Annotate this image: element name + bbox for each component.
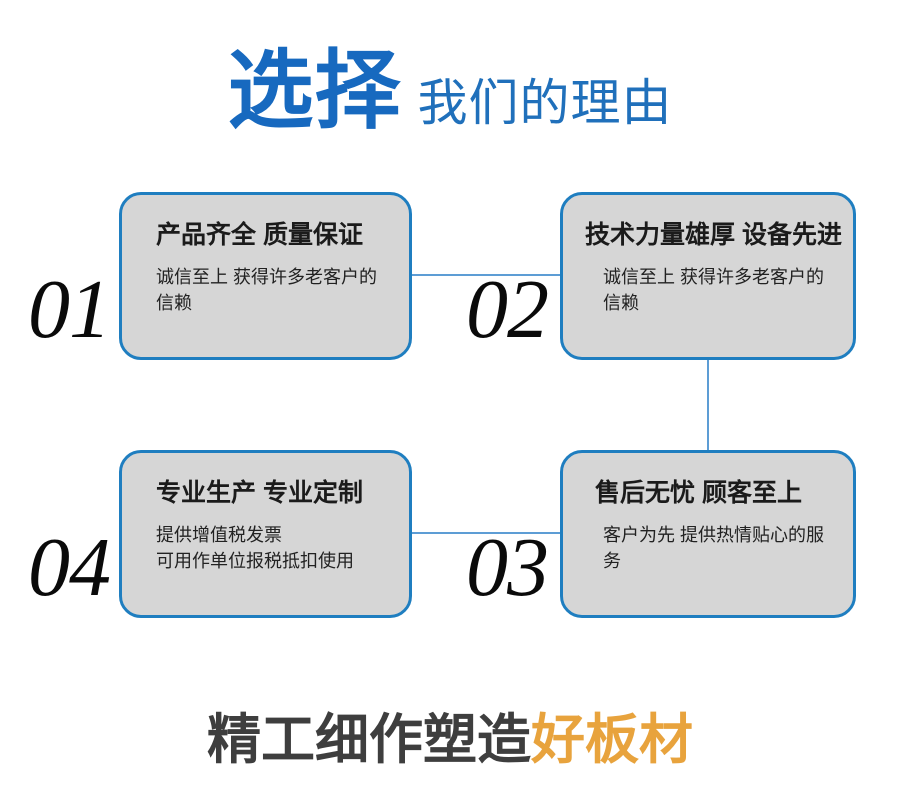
card-number-04: 04 bbox=[28, 521, 111, 614]
feature-card-title: 售后无忧 顾客至上 bbox=[595, 479, 802, 507]
feature-card-body: 诚信至上 获得许多老客户的信赖 bbox=[156, 266, 377, 313]
footer-slogan: 精工细作塑造 好板材 bbox=[0, 700, 900, 780]
card-number-01: 01 bbox=[28, 263, 111, 356]
card-number-03: 03 bbox=[466, 521, 549, 614]
card-number-02: 02 bbox=[466, 263, 549, 356]
connector-line-card1-card2 bbox=[410, 274, 562, 276]
feature-card-title: 产品齐全 质量保证 bbox=[156, 221, 363, 249]
feature-card-title: 技术力量雄厚 设备先进 bbox=[585, 221, 842, 249]
footer-slogan-dark: 精工细作塑造 bbox=[207, 710, 531, 770]
feature-card-body: 诚信至上 获得许多老客户的信赖 bbox=[603, 266, 824, 313]
page-title-light: 我们的理由 bbox=[417, 75, 673, 131]
footer-slogan-accent: 好板材 bbox=[531, 710, 693, 770]
page-title: 选择 我们的理由 bbox=[0, 48, 900, 152]
feature-card-title: 专业生产 专业定制 bbox=[156, 479, 363, 507]
feature-card-04[interactable]: 专业生产 专业定制 提供增值税发票 可用作单位报税抵扣使用 bbox=[119, 450, 412, 618]
feature-card-03[interactable]: 售后无忧 顾客至上 客户为先 提供热情贴心的服务 bbox=[560, 450, 856, 618]
feature-card-body: 客户为先 提供热情贴心的服务 bbox=[603, 524, 824, 571]
feature-card-body: 提供增值税发票 可用作单位报税抵扣使用 bbox=[156, 524, 354, 571]
connector-line-card2-card3 bbox=[707, 358, 709, 452]
feature-card-02[interactable]: 技术力量雄厚 设备先进 诚信至上 获得许多老客户的信赖 bbox=[560, 192, 856, 360]
feature-card-01[interactable]: 产品齐全 质量保证 诚信至上 获得许多老客户的信赖 bbox=[119, 192, 412, 360]
page-title-strong: 选择 bbox=[227, 43, 402, 139]
connector-line-card4-card3 bbox=[410, 532, 562, 534]
